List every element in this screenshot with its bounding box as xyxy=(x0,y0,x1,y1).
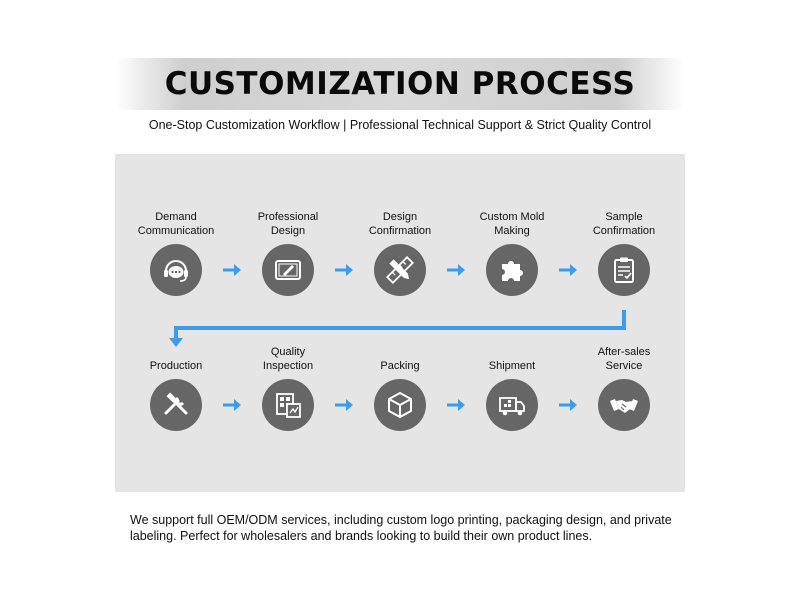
box-icon xyxy=(388,392,412,418)
footer-description: We support full OEM/ODM services, includ… xyxy=(130,513,672,543)
step-icon-circle xyxy=(486,379,538,431)
step-custom-mold-making: Custom Mold Making xyxy=(457,206,567,296)
step-label: Design Confirmation xyxy=(368,211,432,237)
step-production: Production xyxy=(121,341,231,431)
arrow-right-icon xyxy=(447,399,465,411)
inspection-icon xyxy=(276,393,301,418)
step-icon-circle xyxy=(262,244,314,296)
arrow-right-icon xyxy=(223,399,241,411)
arrow-right-icon xyxy=(223,264,241,276)
step-packing: Packing xyxy=(345,341,455,431)
step-icon-circle xyxy=(486,244,538,296)
step-icon-circle xyxy=(598,244,650,296)
page-subtitle: One-Stop Customization Workflow | Profes… xyxy=(148,118,652,132)
puzzle-icon xyxy=(502,261,523,281)
arrow-right-icon xyxy=(559,399,577,411)
step-icon-circle xyxy=(150,244,202,296)
arrow-right-icon xyxy=(559,264,577,276)
step-shipment: Shipment xyxy=(457,341,567,431)
step-quality-inspection: Quality Inspection xyxy=(233,341,343,431)
clipboard-check-icon xyxy=(614,257,634,283)
step-label: Production xyxy=(149,360,203,372)
step-design-confirmation: Design Confirmation xyxy=(345,206,455,296)
handshake-icon xyxy=(610,399,638,413)
step-icon-circle xyxy=(374,379,426,431)
step-icon-circle xyxy=(374,244,426,296)
step-label: Packing xyxy=(380,360,420,372)
page-title: CUSTOMIZATION PROCESS xyxy=(164,66,636,102)
title-band xyxy=(115,58,685,110)
step-label: Quality Inspection xyxy=(262,346,314,372)
pencil-ruler-icon xyxy=(385,255,415,285)
step-label: Demand Communication xyxy=(137,211,215,237)
arrow-right-icon xyxy=(335,264,353,276)
step-icon-circle xyxy=(150,379,202,431)
truck-icon xyxy=(499,397,525,416)
step-label: Professional Design xyxy=(257,211,319,237)
step-professional-design: Professional Design xyxy=(233,206,343,296)
step-after-sales-service: After-sales Service xyxy=(569,341,679,431)
step-label: Custom Mold Making xyxy=(479,211,545,237)
step-icon-circle xyxy=(598,379,650,431)
step-label: After-sales Service xyxy=(597,346,651,372)
headset-chat-icon xyxy=(164,260,188,282)
process-panel xyxy=(115,154,685,492)
step-label: Sample Confirmation xyxy=(592,211,656,237)
step-sample-confirmation: Sample Confirmation xyxy=(569,206,679,296)
wrench-hammer-icon xyxy=(164,392,188,415)
arrow-right-icon xyxy=(447,264,465,276)
tablet-pen-icon xyxy=(275,260,301,280)
step-label: Shipment xyxy=(488,360,536,372)
row-connector-arrow xyxy=(169,310,626,347)
arrow-right-icon xyxy=(335,399,353,411)
step-icon-circle xyxy=(262,379,314,431)
step-demand-communication: Demand Communication xyxy=(121,206,231,296)
